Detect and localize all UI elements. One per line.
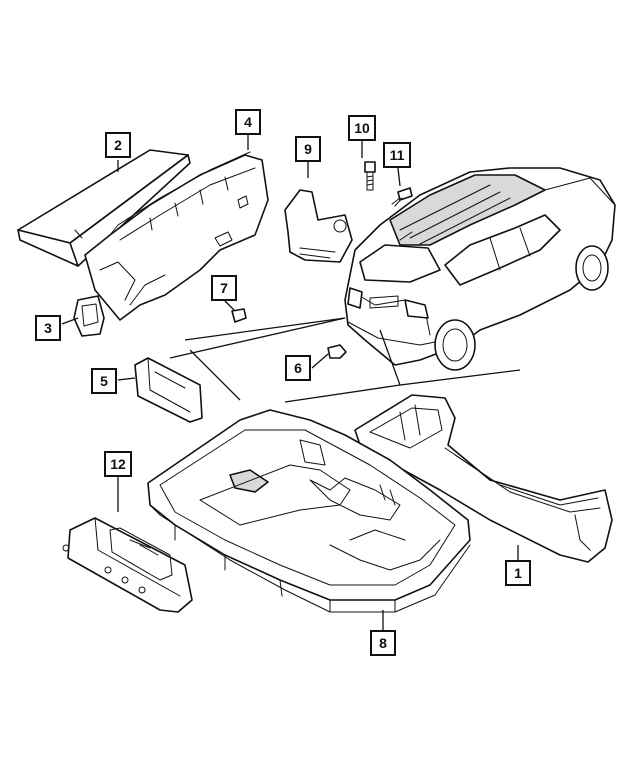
callout-9-label: 9: [304, 141, 312, 157]
part-10-bolt: [364, 161, 376, 191]
part-4-trim-panel: [84, 151, 269, 321]
part-7-clip: [231, 308, 247, 323]
callout-8: 8: [370, 630, 396, 656]
part-3-bracket: [73, 295, 105, 337]
callout-1-label: 1: [514, 565, 522, 581]
part-12-jack-bracket: [62, 517, 193, 613]
callout-12-label: 12: [110, 456, 126, 472]
part-5-side-panel: [134, 357, 203, 423]
callout-2: 2: [105, 132, 131, 158]
callout-6: 6: [285, 355, 311, 381]
callout-4-label: 4: [244, 114, 252, 130]
callout-5: 5: [91, 368, 117, 394]
callout-8-label: 8: [379, 635, 387, 651]
callout-9: 9: [295, 136, 321, 162]
callout-11: 11: [383, 142, 411, 168]
callout-3-label: 3: [44, 320, 52, 336]
part-8-storage-bin: [147, 409, 471, 613]
callout-12: 12: [104, 451, 132, 477]
callout-10: 10: [348, 115, 376, 141]
callout-10-label: 10: [354, 120, 370, 136]
callout-7: 7: [211, 275, 237, 301]
callout-leaders: [61, 135, 519, 630]
vehicle-rear-view: [344, 167, 616, 371]
callout-2-label: 2: [114, 137, 122, 153]
part-1-storage-tray: [354, 394, 613, 563]
callout-5-label: 5: [100, 373, 108, 389]
cargo-area-leaders: [169, 317, 521, 403]
callout-7-label: 7: [220, 280, 228, 296]
callout-3: 3: [35, 315, 61, 341]
part-2-load-floor-panel: [17, 149, 191, 267]
part-6-nut: [327, 344, 347, 359]
part-9-mounting-bracket: [284, 189, 353, 263]
callout-1: 1: [505, 560, 531, 586]
part-11-screw: [391, 187, 413, 207]
callout-11-label: 11: [390, 147, 405, 163]
callout-4: 4: [235, 109, 261, 135]
callout-6-label: 6: [294, 360, 302, 376]
